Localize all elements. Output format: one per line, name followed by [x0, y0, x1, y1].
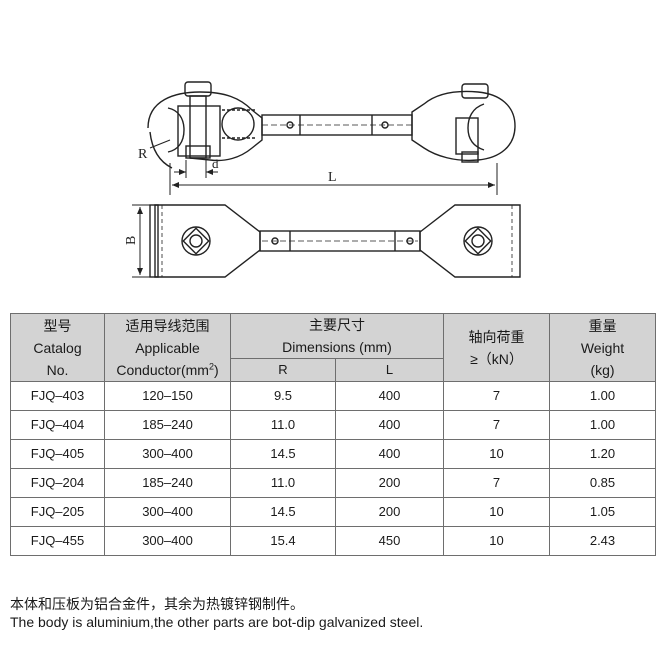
cell-r: 9.5 — [230, 381, 336, 411]
cell-r: 14.5 — [230, 497, 336, 527]
header-dim-l: L — [335, 358, 444, 382]
cell-weight: 1.20 — [549, 439, 656, 469]
cell-l: 400 — [335, 381, 444, 411]
side-view — [147, 81, 516, 169]
technical-drawing: R d L B — [124, 81, 521, 278]
cell-l: 200 — [335, 497, 444, 527]
cell-conductor: 185–240 — [104, 410, 231, 440]
cell-conductor: 300–400 — [104, 526, 231, 556]
dim-b-label: B — [124, 236, 139, 245]
cell-weight: 2.43 — [549, 526, 656, 556]
material-note-english: The body is aluminium,the other parts ar… — [10, 614, 424, 630]
dim-r-label: R — [138, 147, 148, 162]
dim-l-label: L — [328, 170, 337, 185]
table-row: FJQ–204 185–240 11.0 200 7 0.85 — [10, 468, 656, 498]
side-view-dimensions — [149, 139, 498, 195]
cell-l: 450 — [335, 526, 444, 556]
cell-r: 11.0 — [230, 468, 336, 498]
material-note-chinese: 本体和压板为铝合金件，其余为热镀锌钢制件。 — [10, 596, 304, 612]
table-row: FJQ–405 300–400 14.5 400 10 1.20 — [10, 439, 656, 469]
cell-load: 7 — [443, 381, 550, 411]
cell-l: 400 — [335, 410, 444, 440]
cell-load: 10 — [443, 526, 550, 556]
cell-l: 200 — [335, 468, 444, 498]
cell-r: 14.5 — [230, 439, 336, 469]
cell-catalog: FJQ–405 — [10, 439, 105, 469]
cell-r: 11.0 — [230, 410, 336, 440]
cell-conductor: 120–150 — [104, 381, 231, 411]
cell-l: 400 — [335, 439, 444, 469]
cell-load: 7 — [443, 410, 550, 440]
cell-conductor: 185–240 — [104, 468, 231, 498]
cell-catalog: FJQ–204 — [10, 468, 105, 498]
cell-weight: 1.00 — [549, 381, 656, 411]
header-row: 型号 Catalog No. 适用导线范围 Applicable Conduct… — [10, 313, 656, 382]
table-row: FJQ–455 300–400 15.4 450 10 2.43 — [10, 526, 656, 556]
header-weight: 重量 Weight (kg) — [549, 313, 656, 382]
cell-catalog: FJQ–205 — [10, 497, 105, 527]
cell-conductor: 300–400 — [104, 497, 231, 527]
spec-table: 型号 Catalog No. 适用导线范围 Applicable Conduct… — [10, 313, 656, 556]
cell-weight: 1.05 — [549, 497, 656, 527]
dim-d-label: d — [212, 156, 219, 171]
cell-catalog: FJQ–404 — [10, 410, 105, 440]
header-dimensions: 主要尺寸 Dimensions (mm) — [230, 313, 444, 359]
header-axial-load: 轴向荷重 ≥（kN） — [443, 313, 550, 382]
cell-r: 15.4 — [230, 526, 336, 556]
header-catalog: 型号 Catalog No. — [10, 313, 105, 382]
cell-weight: 1.00 — [549, 410, 656, 440]
top-view — [149, 204, 521, 278]
header-dim-r: R — [230, 358, 336, 382]
table-row: FJQ–403 120–150 9.5 400 7 1.00 — [10, 381, 656, 411]
cell-catalog: FJQ–455 — [10, 526, 105, 556]
cell-load: 7 — [443, 468, 550, 498]
cell-conductor: 300–400 — [104, 439, 231, 469]
cell-load: 10 — [443, 497, 550, 527]
cell-weight: 0.85 — [549, 468, 656, 498]
header-conductor: 适用导线范围 Applicable Conductor(mm2) — [104, 313, 231, 382]
cell-load: 10 — [443, 439, 550, 469]
table-row: FJQ–205 300–400 14.5 200 10 1.05 — [10, 497, 656, 527]
table-row: FJQ–404 185–240 11.0 400 7 1.00 — [10, 410, 656, 440]
cell-catalog: FJQ–403 — [10, 381, 105, 411]
top-view-dimensions — [132, 204, 150, 278]
